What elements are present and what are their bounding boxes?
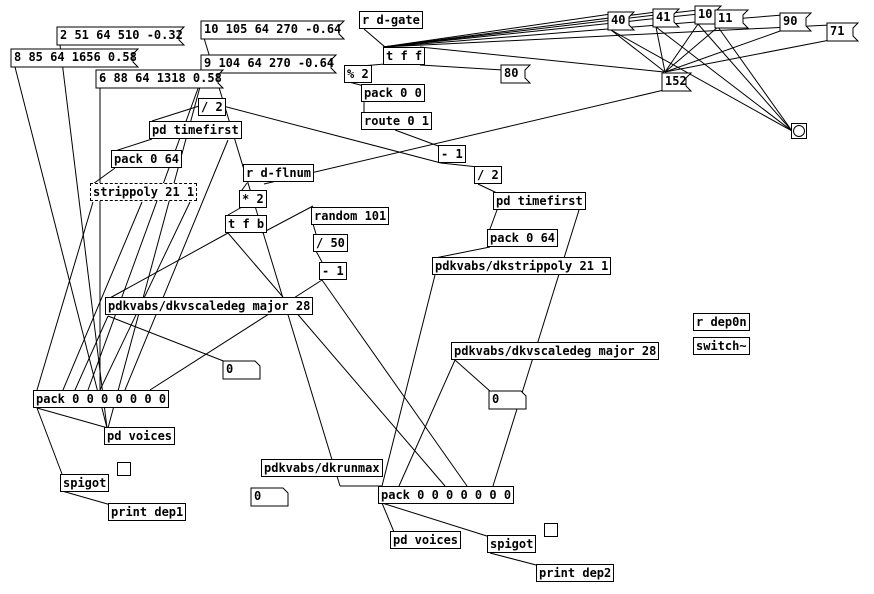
message-text: 80 xyxy=(504,66,519,80)
pack-0-0[interactable]: pack 0 0 xyxy=(361,84,425,102)
message-box[interactable]: 8 85 64 1656 0.58 xyxy=(10,48,140,68)
message-box[interactable]: 6 88 64 1318 0.58 xyxy=(95,69,225,89)
pd-voices-a[interactable]: pd voices xyxy=(104,427,176,445)
number-value: 0 xyxy=(226,362,234,376)
message-text: 8 85 64 1656 0.58 xyxy=(14,50,137,64)
message-box[interactable]: 152 xyxy=(661,72,693,92)
number-value: 0 xyxy=(492,392,500,406)
message-text: 2 51 64 510 -0.32 xyxy=(60,28,183,42)
number-atom[interactable]: 0 xyxy=(488,390,527,410)
toggle-spigot-b[interactable] xyxy=(544,523,558,537)
pd-timefirst-a[interactable]: pd timefirst xyxy=(149,121,242,139)
spigot-b[interactable]: spigot xyxy=(487,535,537,553)
print-dep1[interactable]: print dep1 xyxy=(108,503,187,521)
number-value: 0 xyxy=(254,489,262,503)
message-text: 11 xyxy=(718,11,733,25)
number-atom[interactable]: 0 xyxy=(222,360,261,380)
message-box[interactable]: 2 51 64 510 -0.32 xyxy=(56,26,186,46)
wire-group-top-right xyxy=(263,9,831,185)
message-box[interactable]: 41 xyxy=(652,8,681,28)
message-box[interactable]: 11 xyxy=(714,9,750,29)
pack-7-b[interactable]: pack 0 0 0 0 0 0 0 xyxy=(378,486,515,504)
message-box[interactable]: 71 xyxy=(826,22,860,42)
message-text: 6 88 64 1318 0.58 xyxy=(99,71,222,85)
trigger-t-f-f[interactable]: t f f xyxy=(383,47,426,65)
receive-d-gate[interactable]: r d-gate xyxy=(359,11,423,29)
random-101[interactable]: random 101 xyxy=(311,207,390,225)
divide-50[interactable]: / 50 xyxy=(313,234,348,252)
message-box[interactable]: 9 104 64 270 -0.64 xyxy=(200,54,338,74)
switch-tilde[interactable]: switch~ xyxy=(693,337,750,355)
receive-d-flnum[interactable]: r d-flnum xyxy=(243,164,315,182)
dkvscaledeg-a[interactable]: pdkvabs/dkvscaledeg major 28 xyxy=(105,297,314,315)
strippoly[interactable]: strippoly 21 1 xyxy=(90,183,198,201)
divide-2-b[interactable]: / 2 xyxy=(474,166,502,184)
dkrunmax[interactable]: pdkvabs/dkrunmax xyxy=(261,459,383,477)
number-atom[interactable]: 0 xyxy=(250,487,289,507)
wire-group-left xyxy=(14,44,541,567)
pd-timefirst-b[interactable]: pd timefirst xyxy=(493,192,586,210)
message-box[interactable]: 40 xyxy=(607,11,636,31)
minus-1-a[interactable]: - 1 xyxy=(438,145,466,163)
message-text: 9 104 64 270 -0.64 xyxy=(204,56,335,70)
dkvscaledeg-b[interactable]: pdkvabs/dkvscaledeg major 28 xyxy=(451,342,660,360)
modulo-2[interactable]: % 2 xyxy=(344,65,372,83)
print-dep2[interactable]: print dep2 xyxy=(536,564,615,582)
message-text: 10 105 64 270 -0.64 xyxy=(204,22,342,36)
minus-1-b[interactable]: - 1 xyxy=(319,262,347,280)
message-text: 152 xyxy=(665,74,687,88)
spigot-a[interactable]: spigot xyxy=(60,474,110,492)
receive-dep0n[interactable]: r dep0n xyxy=(693,313,750,331)
message-text: 71 xyxy=(830,24,845,38)
message-text: 10 xyxy=(698,7,713,21)
pack-0-64-a[interactable]: pack 0 64 xyxy=(111,150,183,168)
message-text: 41 xyxy=(656,10,671,24)
message-box[interactable]: 10 105 64 270 -0.64 xyxy=(200,20,346,40)
message-text: 40 xyxy=(611,13,626,27)
bang-button[interactable] xyxy=(791,123,807,139)
message-text: 90 xyxy=(783,14,798,28)
pack-7-a[interactable]: pack 0 0 0 0 0 0 0 xyxy=(33,390,170,408)
route-0-1[interactable]: route 0 1 xyxy=(361,112,433,130)
dkstrippoly[interactable]: pdkvabs/dkstrippoly 21 1 xyxy=(432,257,612,275)
toggle-spigot-a[interactable] xyxy=(117,462,131,476)
pd-voices-b[interactable]: pd voices xyxy=(390,531,462,549)
message-box[interactable]: 90 xyxy=(779,12,813,32)
message-box[interactable]: 80 xyxy=(500,64,532,84)
trigger-t-f-b[interactable]: t f b xyxy=(225,215,268,233)
multiply-2[interactable]: * 2 xyxy=(239,190,267,208)
bang-circle-icon xyxy=(793,125,805,137)
pack-0-64-b[interactable]: pack 0 64 xyxy=(487,229,559,247)
divide-2-a[interactable]: / 2 xyxy=(198,98,226,116)
